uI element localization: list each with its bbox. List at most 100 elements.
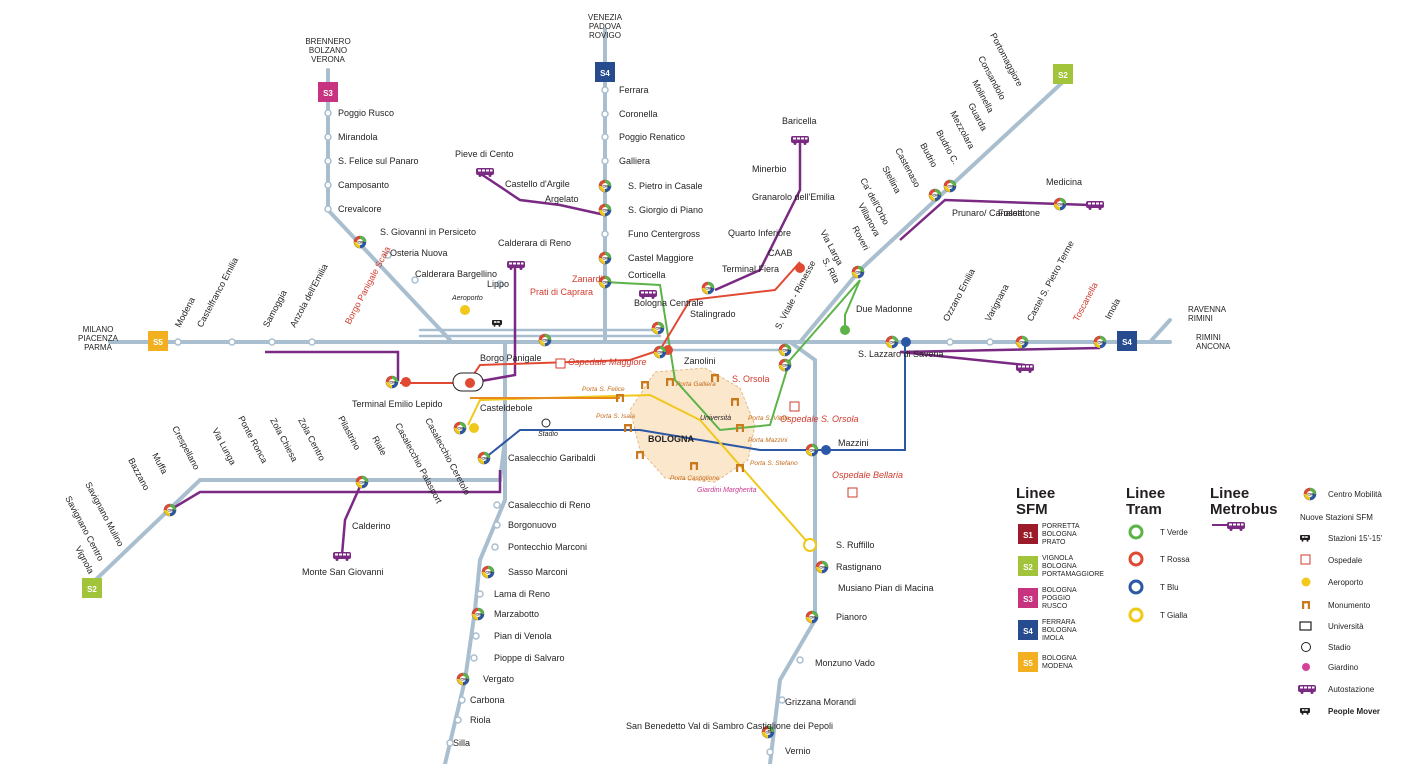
- svg-text:Terminal Emilio Lepido: Terminal Emilio Lepido: [352, 399, 443, 409]
- tram-blue: [484, 342, 906, 459]
- svg-text:Aeroporto: Aeroporto: [451, 295, 483, 302]
- badge-s2-south[interactable]: S2: [82, 578, 102, 598]
- svg-text:Granarolo dell'Emilia: Granarolo dell'Emilia: [752, 192, 835, 202]
- city-gates: Porta Galliera Porta S. Felice Porta S. …: [582, 374, 798, 482]
- svg-text:Lama di Reno: Lama di Reno: [494, 589, 550, 599]
- svg-text:S. Ruffillo: S. Ruffillo: [836, 540, 874, 550]
- svg-text:BOLOGNA: BOLOGNA: [1042, 627, 1077, 634]
- svg-text:Toscanella: Toscanella: [1071, 281, 1100, 323]
- svg-text:BOLOGNA: BOLOGNA: [1042, 531, 1077, 538]
- svg-text:Samoggia: Samoggia: [261, 288, 289, 328]
- svg-text:Castel S. Pietro Terme: Castel S. Pietro Terme: [1025, 239, 1076, 323]
- svg-text:Varignana: Varignana: [983, 283, 1011, 323]
- badge-s5[interactable]: S5: [148, 331, 168, 351]
- svg-text:PADOVA: PADOVA: [589, 22, 622, 31]
- s5-stations: Modena Castelfranco Emilia Samoggia Anzo…: [173, 245, 392, 346]
- svg-text:S. Lazzaro di Savena: S. Lazzaro di Savena: [858, 349, 944, 359]
- svg-text:Porta Galliera: Porta Galliera: [676, 381, 716, 388]
- dest-west: MILANO PIACENZA PARMA: [78, 325, 119, 352]
- svg-text:Crevalcore: Crevalcore: [338, 204, 382, 214]
- svg-text:MODENA: MODENA: [1042, 663, 1073, 670]
- svg-text:PRATO: PRATO: [1042, 539, 1066, 546]
- svg-text:Prati di Caprara: Prati di Caprara: [530, 287, 593, 297]
- svg-text:Bologna Centrale: Bologna Centrale: [634, 298, 704, 308]
- svg-text:San Benedetto Val di Sambro Ca: San Benedetto Val di Sambro Castiglione …: [626, 721, 833, 731]
- svg-text:PIACENZA: PIACENZA: [78, 334, 119, 343]
- svg-text:S. Orsola: S. Orsola: [732, 374, 770, 384]
- svg-text:Funo Centergross: Funo Centergross: [628, 229, 701, 239]
- svg-text:Porta Castiglione: Porta Castiglione: [670, 475, 720, 482]
- svg-text:Nuove Stazioni SFM: Nuove Stazioni SFM: [1300, 513, 1373, 522]
- svg-text:S. Pietro in Casale: S. Pietro in Casale: [628, 181, 703, 191]
- svg-text:Pieve di Cento: Pieve di Cento: [455, 149, 514, 159]
- svg-text:T Rossa: T Rossa: [1160, 555, 1190, 564]
- svg-text:MILANO: MILANO: [83, 325, 114, 334]
- svg-text:Monzuno Vado: Monzuno Vado: [815, 658, 875, 668]
- s1-south-stations: Casalecchio di Reno Borgonuovo Pontecchi…: [446, 500, 591, 748]
- dest-east-bottom: RIMINI ANCONA: [1196, 333, 1231, 351]
- svg-text:Grizzana Morandi: Grizzana Morandi: [785, 697, 856, 707]
- svg-text:Fossatone: Fossatone: [998, 208, 1040, 218]
- svg-text:Osteria Nuova: Osteria Nuova: [390, 248, 448, 258]
- svg-text:Crespellano: Crespellano: [170, 424, 201, 471]
- legend-tram: Linee Tram T Verde T Rossa T Blu T Giall…: [1126, 485, 1190, 623]
- svg-text:Pontecchio Marconi: Pontecchio Marconi: [508, 542, 587, 552]
- svg-text:Calderara di Reno: Calderara di Reno: [498, 238, 571, 248]
- svg-text:Pian di Venola: Pian di Venola: [494, 631, 552, 641]
- svg-text:Ospedale Maggiore: Ospedale Maggiore: [568, 357, 647, 367]
- svg-text:Sasso Marconi: Sasso Marconi: [508, 567, 568, 577]
- svg-text:Casteldebole: Casteldebole: [480, 403, 533, 413]
- svg-text:PORRETTA: PORRETTA: [1042, 523, 1080, 530]
- svg-text:FERRARA: FERRARA: [1042, 619, 1076, 626]
- svg-text:Ponte Ronca: Ponte Ronca: [236, 414, 269, 465]
- svg-text:Terminal Fiera: Terminal Fiera: [722, 264, 779, 274]
- svg-text:People Mover: People Mover: [1328, 707, 1380, 716]
- svg-text:Linee: Linee: [1126, 485, 1165, 502]
- se-stations: S. Ruffillo Rastignano Musiano Pian di M…: [626, 538, 934, 756]
- svg-text:Pioppe di Salvaro: Pioppe di Salvaro: [494, 653, 565, 663]
- metrobus-lines: [169, 138, 1101, 556]
- svg-text:Marzabotto: Marzabotto: [494, 609, 539, 619]
- svg-text:Medicina: Medicina: [1046, 177, 1082, 187]
- svg-text:S1: S1: [1023, 531, 1033, 540]
- svg-text:Mazzini: Mazzini: [838, 438, 869, 448]
- svg-text:Zanolini: Zanolini: [684, 356, 716, 366]
- svg-text:Vernio: Vernio: [785, 746, 811, 756]
- city-centre-area: [629, 367, 756, 483]
- svg-text:RIMINI: RIMINI: [1188, 314, 1213, 323]
- svg-text:Riola: Riola: [470, 715, 491, 725]
- badge-s3[interactable]: S3: [318, 82, 338, 102]
- svg-text:Ospedale: Ospedale: [1328, 556, 1363, 565]
- svg-text:BOLOGNA: BOLOGNA: [1042, 563, 1077, 570]
- svg-text:Coronella: Coronella: [619, 109, 658, 119]
- svg-text:S4: S4: [1122, 338, 1132, 347]
- svg-text:Silla: Silla: [453, 738, 470, 748]
- dest-east-top: RAVENNA RIMINI: [1188, 305, 1227, 323]
- svg-text:Monumento: Monumento: [1328, 601, 1371, 610]
- svg-text:Porta S. Vitale: Porta S. Vitale: [748, 415, 790, 422]
- badge-s4-east[interactable]: S4: [1117, 331, 1137, 351]
- svg-text:Casalecchio di Reno: Casalecchio di Reno: [508, 500, 591, 510]
- svg-text:Galliera: Galliera: [619, 156, 650, 166]
- badge-s4-north[interactable]: S4: [595, 62, 615, 82]
- svg-text:Borgonuovo: Borgonuovo: [508, 520, 557, 530]
- svg-text:Tram: Tram: [1126, 501, 1162, 518]
- svg-text:Zola Chiesa: Zola Chiesa: [268, 416, 299, 463]
- svg-text:Argelato: Argelato: [545, 194, 579, 204]
- dest-north-s4: VENEZIA PADOVA ROVIGO: [588, 13, 623, 40]
- svg-text:S3: S3: [323, 89, 333, 98]
- svg-text:S2: S2: [87, 585, 97, 594]
- svg-text:Università: Università: [1328, 622, 1364, 631]
- svg-text:Muffa: Muffa: [150, 451, 169, 475]
- svg-text:Bazzano: Bazzano: [126, 456, 151, 492]
- svg-text:Porta S. Felice: Porta S. Felice: [582, 386, 625, 393]
- svg-text:BOLOGNA: BOLOGNA: [648, 434, 694, 444]
- svg-text:Monte San Giovanni: Monte San Giovanni: [302, 567, 384, 577]
- svg-text:S. Giovanni in Persiceto: S. Giovanni in Persiceto: [380, 227, 476, 237]
- badge-s2-north[interactable]: S2: [1053, 64, 1073, 84]
